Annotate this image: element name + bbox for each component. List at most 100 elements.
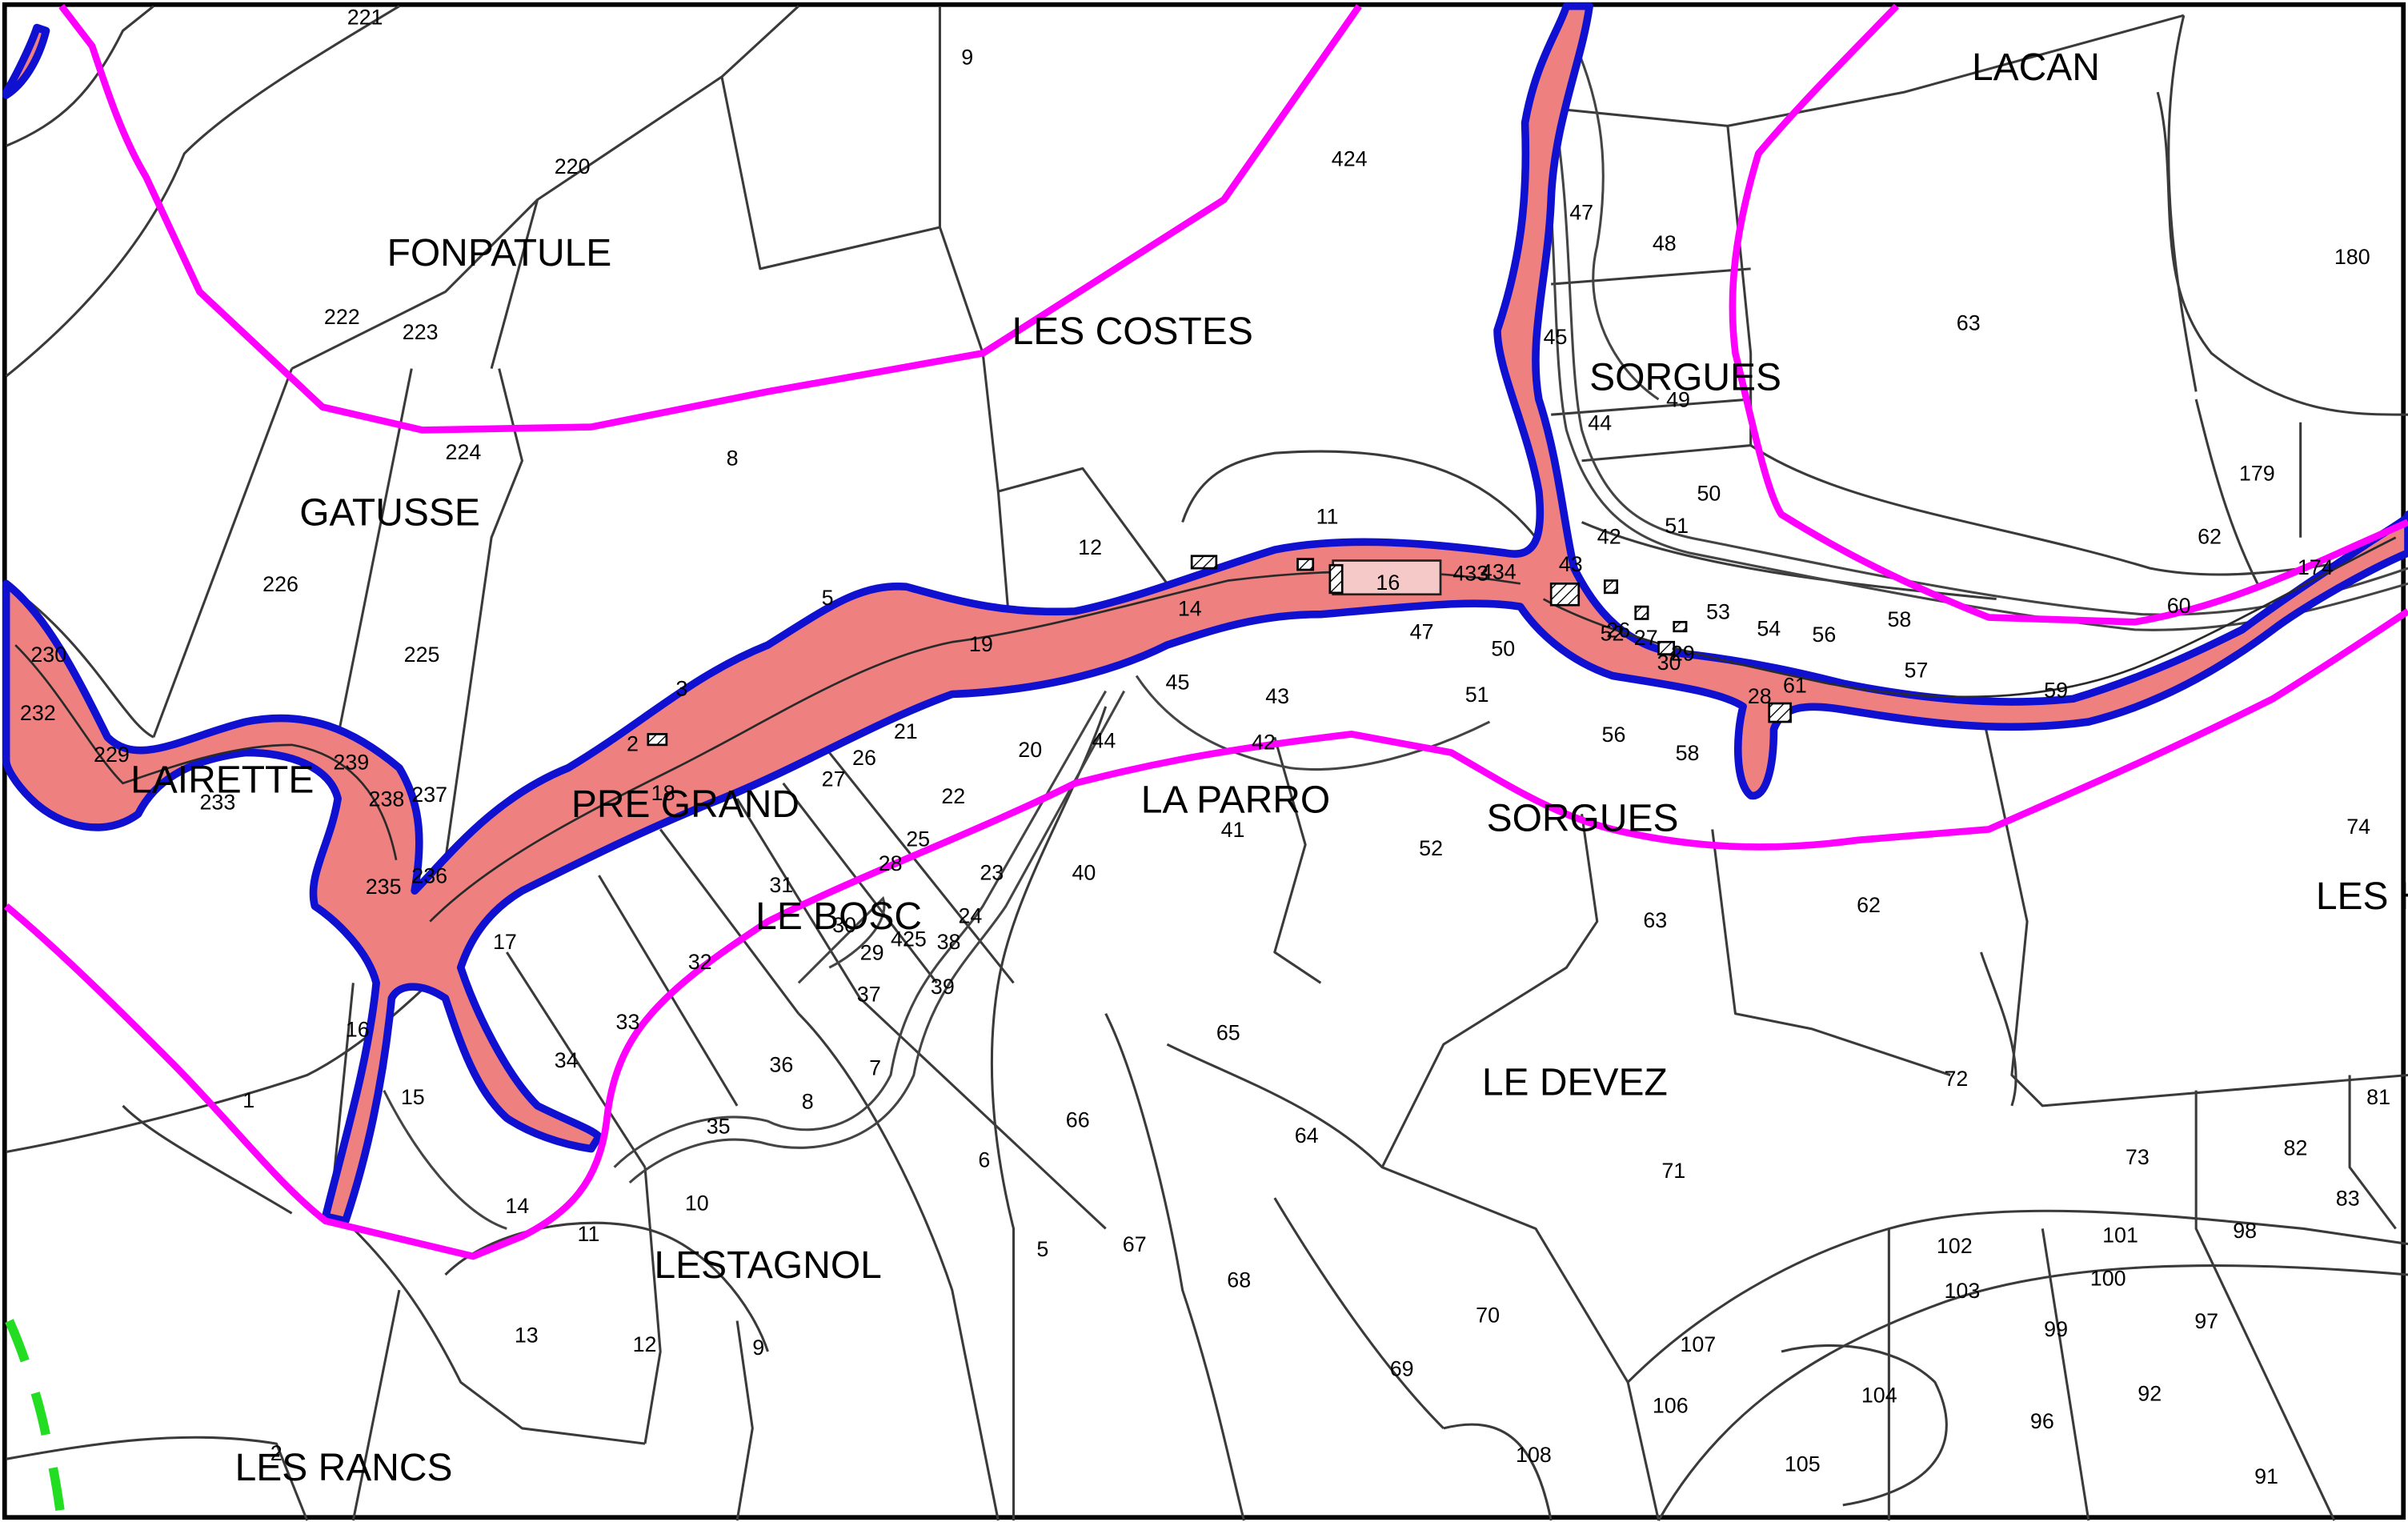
parcel-number: 22 <box>941 784 965 808</box>
parcel-number: 27 <box>1634 626 1658 650</box>
parcel-number: 29 <box>860 941 884 965</box>
parcel-number: 96 <box>2030 1409 2054 1433</box>
parcel-number: 28 <box>1748 684 1772 708</box>
parcel-number: 43 <box>1265 684 1289 708</box>
parcel-number: 6 <box>978 1148 990 1172</box>
parcel-number: 19 <box>969 632 993 656</box>
place-sorgues-north: SORGUES <box>1589 356 1781 399</box>
place-gatusse: GATUSSE <box>299 491 480 534</box>
parcel-number: 233 <box>199 790 235 814</box>
parcel-number: 62 <box>1857 893 1881 917</box>
parcel-number: 33 <box>616 1010 640 1034</box>
parcel-number: 235 <box>366 875 402 899</box>
parcel-number: 8 <box>802 1090 814 1114</box>
parcel-number: 104 <box>1861 1383 1897 1407</box>
parcel-number: 47 <box>1410 619 1434 643</box>
parcel-number: 58 <box>1676 741 1700 765</box>
parcel-number: 8 <box>727 447 739 471</box>
parcel-number: 5 <box>822 586 834 610</box>
parcel-number: 51 <box>1465 683 1489 707</box>
parcel-number: 45 <box>1544 325 1568 349</box>
parcel-number: 50 <box>1697 482 1721 506</box>
parcel-number: 37 <box>857 982 881 1006</box>
parcel-number: 9 <box>961 46 973 70</box>
parcel-number: 36 <box>769 1053 793 1077</box>
parcel-number: 25 <box>906 827 930 851</box>
parcel-number: 97 <box>2194 1309 2218 1333</box>
parcel-number: 100 <box>2090 1266 2126 1290</box>
parcel-number: 222 <box>324 305 360 329</box>
parcel-number: 53 <box>1706 599 1730 623</box>
parcel-number: 239 <box>333 751 369 775</box>
parcel-number: 62 <box>2198 524 2222 548</box>
parcel-number: 30 <box>832 913 856 937</box>
parcel-number: 59 <box>2044 678 2068 702</box>
parcel-number: 1 <box>242 1088 254 1112</box>
parcel-number: 14 <box>1178 597 1202 621</box>
river-zone <box>2 2 2408 1225</box>
parcel-number: 101 <box>2102 1224 2138 1248</box>
place-les-costes: LES COSTES <box>1012 310 1253 353</box>
parcel-number: 16 <box>346 1018 370 1042</box>
parcel-number: 45 <box>1166 671 1190 695</box>
parcel-number: 56 <box>1812 623 1836 647</box>
parcel-number: 2 <box>627 732 639 756</box>
parcel-number: 433 <box>1452 561 1488 585</box>
parcel-number: 49 <box>1666 388 1690 412</box>
parcel-number: 29 <box>1671 641 1695 665</box>
parcel-number: 229 <box>94 743 130 767</box>
parcel-number: 15 <box>401 1085 425 1109</box>
parcel-number: 21 <box>894 719 918 743</box>
parcel-number: 236 <box>411 864 447 888</box>
parcel-number: 99 <box>2044 1317 2068 1341</box>
parcel-number: 67 <box>1123 1232 1147 1256</box>
place-le-bosc: LE BOSC <box>755 895 922 938</box>
parcel-number: 42 <box>1597 524 1621 548</box>
place-lairette: LAIRETTE <box>130 759 314 801</box>
parcel-number: 92 <box>2138 1381 2162 1405</box>
parcel-number: 24 <box>958 903 982 927</box>
parcel-number: 224 <box>446 440 482 464</box>
parcel-number: 98 <box>2233 1219 2257 1243</box>
parcel-number: 56 <box>1602 723 1626 747</box>
parcel-number: 11 <box>1316 504 1339 528</box>
parcel-number: 105 <box>1785 1452 1821 1476</box>
parcel-number: 103 <box>1944 1279 1980 1303</box>
parcel-number: 32 <box>688 950 712 974</box>
parcel-number: 31 <box>769 873 793 897</box>
parcel-number: 68 <box>1227 1268 1251 1292</box>
parcel-number: 35 <box>707 1114 731 1138</box>
parcel-number: 71 <box>1661 1159 1685 1183</box>
parcel-number: 220 <box>555 154 591 178</box>
parcel-number: 44 <box>1588 411 1612 435</box>
parcel-number: 26 <box>1606 618 1630 642</box>
parcel-number: 102 <box>1937 1234 1973 1258</box>
parcel-number: 42 <box>1252 731 1276 755</box>
parcel-number: 225 <box>404 643 440 667</box>
parcel-number: 57 <box>1905 658 1929 682</box>
parcel-number: 70 <box>1476 1303 1500 1327</box>
parcel-number: 13 <box>515 1323 539 1347</box>
parcel-number: 66 <box>1066 1108 1090 1132</box>
parcel-number: 180 <box>2334 245 2370 269</box>
parcel-number: 52 <box>1601 621 1625 645</box>
place-la-parro: LA PARRO <box>1141 779 1330 821</box>
parcel-number: 72 <box>1944 1067 1968 1091</box>
parcel-number: 27 <box>822 767 846 791</box>
parcel-number: 16 <box>1376 571 1400 595</box>
commune-boundaries <box>3 3 2408 1260</box>
buildings <box>647 555 1792 747</box>
parcel-number: 52 <box>1419 836 1443 860</box>
parcel-number: 41 <box>1221 818 1245 842</box>
parcel-number: 23 <box>980 861 1004 885</box>
parcel-number: 54 <box>1757 617 1781 641</box>
place-lacan: LACAN <box>1972 46 2100 89</box>
green-edge-line <box>5 1319 66 1521</box>
parcel-number: 106 <box>1653 1394 1689 1418</box>
parcel-number: 11 <box>578 1222 600 1246</box>
parcel-number: 58 <box>1887 607 1911 631</box>
parcel-number: 17 <box>493 930 517 954</box>
parcel-number: 43 <box>1559 552 1583 576</box>
parcel-number: 5 <box>1036 1237 1048 1261</box>
